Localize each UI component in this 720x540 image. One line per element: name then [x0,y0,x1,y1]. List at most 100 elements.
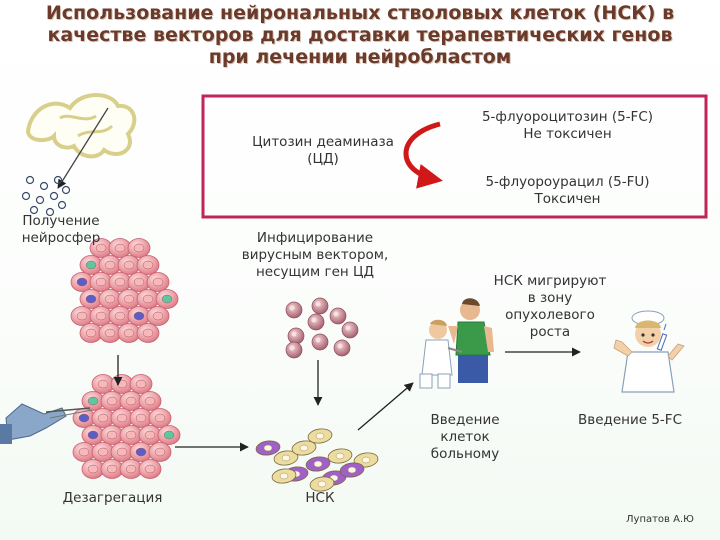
label-migration-line-3: опухолевого [505,307,595,323]
cell-nucleus [163,430,175,440]
cell-nucleus [76,311,88,321]
infected-cell [311,297,329,315]
nsc-cell-nucleus [361,456,371,464]
sphere-ring [39,181,49,191]
cell-nucleus [106,464,118,474]
cell-nucleus [123,328,135,338]
label-nsc: НСК [280,490,360,507]
label-5fc-line-1: 5-флуороцитозин (5-FC) [481,109,654,125]
infected-cell-highlight [289,345,295,351]
cell-nucleus [142,260,154,270]
nsc-cell-nucleus [315,432,325,440]
sphere-ring [21,191,31,201]
sphere-ring [61,185,71,195]
cell-nucleus [85,328,97,338]
cell-nucleus [144,396,156,406]
cell-nucleus [97,413,109,423]
patient-icon [448,298,494,383]
label-neurosphere-line-1: Получение [22,213,100,229]
cell-nucleus [95,311,107,321]
sphere-ring [57,200,67,210]
infected-cells [285,297,359,359]
infected-cell-highlight [337,343,343,349]
cell-nucleus [87,396,99,406]
label-migration-line-2: в зону [527,290,573,306]
cell-nucleus [87,430,99,440]
infected-cell-highlight [333,311,339,317]
cell-nucleus [104,328,116,338]
cell-nucleus [114,243,126,253]
cell-nucleus [95,277,107,287]
cell-nucleus [135,413,147,423]
cell-nucleus [125,396,137,406]
label-injection-line-1: Введение [430,412,500,428]
infected-cell [285,341,303,359]
cell-nucleus [144,430,156,440]
cell-nucleus [133,243,145,253]
nsc-cell-nucleus [313,460,323,468]
label-5fc: 5-флуороцитозин (5-FC) Не токсичен [440,109,695,143]
cell-nucleus [114,277,126,287]
label-neurosphere-line-2: нейросфер [21,230,101,246]
infected-cell [333,339,351,357]
cell-nucleus [97,379,109,389]
label-infection-line-2: вирусным вектором, [241,247,389,263]
label-infection-line-3: несущим ген ЦД [255,264,375,280]
label-5fc-line-2: Не токсичен [523,126,612,142]
cell-nucleus [78,413,90,423]
label-migration-line-4: роста [529,324,571,340]
cell-nucleus [104,294,116,304]
label-disaggregation-text: Дезагрегация [62,490,163,506]
cell-nucleus [116,413,128,423]
sphere-ring [35,195,45,205]
nsc-cell-nucleus [263,444,273,452]
cell-nucleus [104,260,116,270]
cell-cluster-bottom [72,374,181,479]
sphere-ring [53,175,63,185]
cell-nucleus [142,294,154,304]
cell-nucleus [152,277,164,287]
cell-nucleus [114,311,126,321]
label-cytosine-deaminase: Цитозин деаминаза (ЦД) [228,134,418,168]
cell-nucleus [95,243,107,253]
label-infection-line-1: Инфицирование [256,230,374,246]
infected-cell [329,307,347,325]
sphere-ring [45,207,55,217]
nsc-cell-nucleus [347,466,357,474]
cell-nucleus [97,447,109,457]
title-line-2: качестве векторов для доставки терапевти… [47,24,673,46]
arrow-diag [357,382,414,431]
sphere-ring [49,191,59,201]
cell-nucleus [123,294,135,304]
title-line-1: Использование нейрональных стволовых кле… [45,2,675,24]
label-5fc-injection-text: Введение 5-FC [577,412,682,428]
sphere-ring [29,205,39,215]
infected-cell [287,327,305,345]
infected-cell-highlight [315,337,321,343]
cell-nucleus [144,464,156,474]
cell-nucleus [85,260,97,270]
conversion-arrow [403,121,443,189]
infected-cell-highlight [311,317,317,323]
nsc-cell-nucleus [281,454,291,462]
cell-cluster-top [70,238,179,343]
syringe-icon [656,323,668,351]
cell-nucleus [76,277,88,287]
cell-nucleus [106,396,118,406]
cell-nucleus [85,294,97,304]
author-credit: Лупатов А.Ю [626,514,694,525]
infected-cell-highlight [289,305,295,311]
cell-nucleus [125,464,137,474]
infected-cell [341,321,359,339]
cell-nucleus [152,311,164,321]
label-injection: Введение клеток больному [405,412,525,463]
infected-cell [285,301,303,319]
nsc-cell-nucleus [317,480,327,488]
cell-nucleus [125,430,137,440]
sphere-ring [25,175,35,185]
cell-nucleus [142,328,154,338]
label-infection: Инфицирование вирусным вектором, несущим… [210,230,420,281]
infected-cell [307,313,325,331]
label-injection-line-3: больному [430,446,500,462]
